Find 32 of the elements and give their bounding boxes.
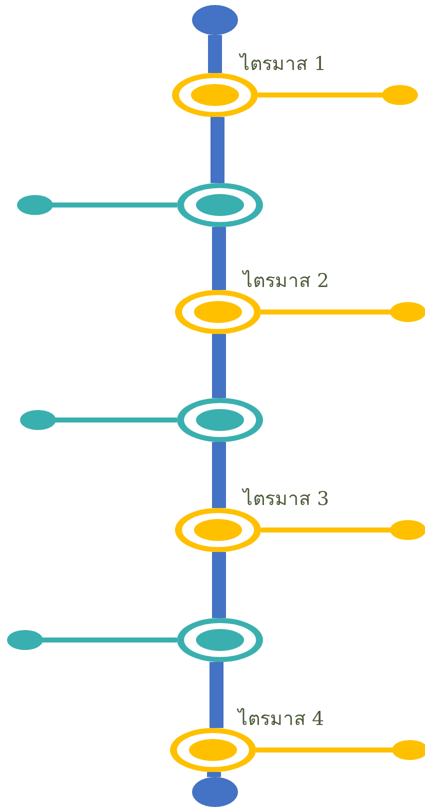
branch-end-dot: [382, 85, 418, 105]
branch-line: [258, 92, 384, 98]
branch-line: [41, 638, 177, 642]
timeline-line: [212, 442, 226, 508]
branch-end-dot: [7, 630, 43, 650]
timeline-line: [208, 35, 222, 73]
timeline-line: [212, 227, 226, 290]
timeline-marker: [172, 73, 258, 117]
timeline-line: [207, 772, 221, 777]
timeline-line: [212, 334, 226, 398]
quarter-label: ไตรมาส 4: [238, 710, 324, 729]
timeline-marker: [175, 290, 261, 334]
timeline-marker: [177, 183, 263, 227]
timeline-end-dot: [192, 5, 238, 35]
branch-end-dot: [17, 195, 53, 215]
quarter-label: ไตรมาส 1: [240, 55, 326, 74]
branch-line: [261, 310, 392, 314]
branch-end-dot: [20, 410, 56, 430]
branch-line: [261, 528, 392, 532]
timeline-line: [212, 552, 226, 618]
timeline-end-dot: [192, 777, 238, 807]
timeline-line: [210, 662, 224, 728]
timeline-line: [210, 117, 224, 183]
timeline-marker: [170, 728, 256, 772]
timeline-marker: [177, 398, 263, 442]
timeline-marker: [177, 618, 263, 662]
branch-line: [256, 748, 394, 752]
branch-line: [54, 418, 177, 422]
branch-line: [51, 202, 177, 208]
timeline-marker: [175, 508, 261, 552]
quarter-label: ไตรมาส 3: [243, 490, 330, 509]
quarter-label: ไตรมาส 2: [243, 272, 330, 291]
